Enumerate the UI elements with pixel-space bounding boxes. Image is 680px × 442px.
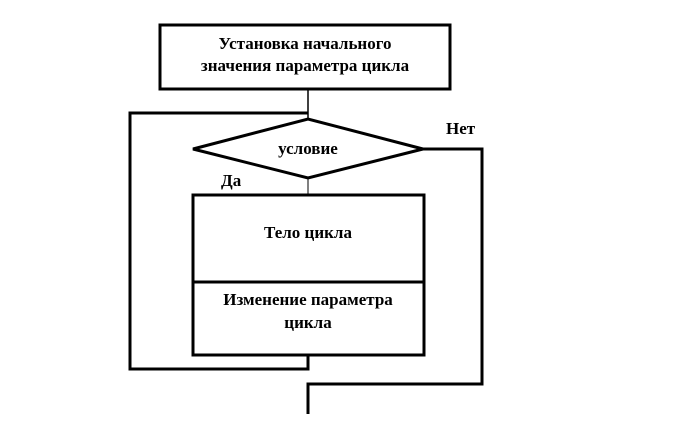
loop-back-line xyxy=(128,111,310,371)
init-block xyxy=(158,23,452,91)
init-block-line2: значения параметра цикла xyxy=(201,56,410,75)
branch-no-label: Нет xyxy=(446,119,476,138)
body-block xyxy=(191,193,426,284)
branch-yes-label: Да xyxy=(221,171,242,190)
condition-label: условие xyxy=(278,139,338,158)
exit-line xyxy=(306,147,484,414)
body-block-label: Тело цикла xyxy=(264,223,352,242)
update-block-line2: цикла xyxy=(284,313,332,332)
init-block-line1: Установка начального xyxy=(218,34,391,53)
update-block-line1: Изменение параметра xyxy=(223,290,393,309)
update-block xyxy=(191,280,426,357)
